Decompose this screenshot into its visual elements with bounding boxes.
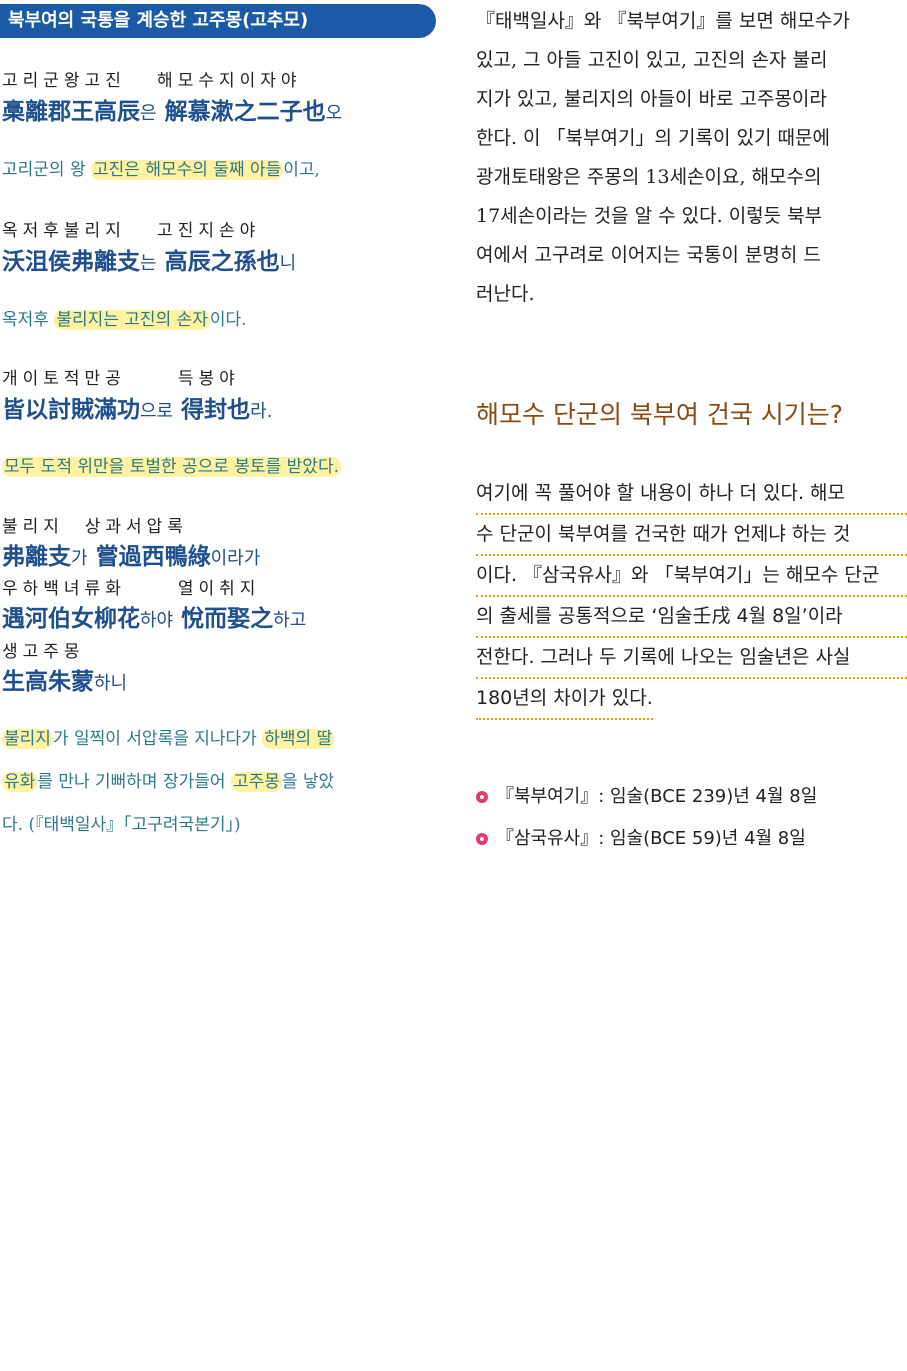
paragraph-line: 이다. 『삼국유사』와 「북부여기」는 해모수 단군 — [476, 556, 907, 597]
particle: 하니 — [94, 673, 128, 694]
bullet-icon — [476, 833, 488, 845]
list-item: 『삼국유사』: 임술(BCE 59)년 4월 8일 — [476, 824, 806, 850]
translation-line: 모두 도적 위만을 토벌한 공으로 봉토를 받았다. — [2, 452, 341, 477]
ruby-line: 개이토적만공 득봉야 — [2, 369, 240, 389]
ruby-line: 불리지 상과서압록 — [2, 517, 188, 537]
hanja-text: 沃沮侯弗離支 — [2, 248, 140, 275]
particle: 라. — [250, 401, 273, 422]
translation-text: 이고, — [283, 160, 320, 180]
translation-text: 을 낳았 — [281, 772, 335, 792]
paragraph-line: 180년의 차이가 있다. — [476, 679, 653, 720]
section-banner: 북부여의 국통을 계승한 고주몽(고추모) — [0, 4, 436, 38]
paragraph-line: 한다. 이 「북부여기」의 기록이 있기 때문에 — [476, 127, 830, 149]
ruby-line: 옥저후불리지 고진지손야 — [2, 221, 261, 241]
highlight-text: 하백의 딸 — [262, 729, 335, 749]
paragraph-line: 러난다. — [476, 283, 535, 305]
paragraph-line: 광개토태왕은 주몽의 13세손이요, 해모수의 — [476, 166, 822, 188]
ruby-line: 생고주몽 — [2, 642, 85, 662]
hanja-text: 得封也 — [181, 396, 251, 423]
ruby-line: 고리군왕고진 해모수지이자야 — [2, 71, 302, 91]
paragraph-line: 지가 있고, 불리지의 아들이 바로 고주몽이라 — [476, 88, 827, 110]
bullet-icon — [476, 791, 488, 803]
translation-text: 옥저후 — [2, 310, 55, 330]
translation-text: 고리군의 왕 — [2, 160, 92, 180]
paragraph-line: 있고, 그 아들 고진이 있고, 고진의 손자 불리 — [476, 49, 828, 71]
hanja-line: 生高朱蒙하니 — [2, 662, 127, 696]
hanja-text: 弗離支 — [2, 543, 71, 570]
hanja-text: 悅而娶之 — [181, 605, 274, 632]
hanja-line: 遇河伯女柳花하야 悅而娶之하고 — [2, 599, 306, 633]
highlight-text: 불리지 — [2, 729, 53, 749]
paragraph-line: 『태백일사』와 『북부여기』를 보면 해모수가 — [476, 10, 850, 32]
particle: 으로 — [140, 401, 174, 422]
highlight-text: 불리지는 고진의 손자 — [54, 310, 210, 330]
paragraph-line: 수 단군이 북부여를 건국한 때가 언제냐 하는 것 — [476, 515, 907, 556]
particle: 가 — [71, 548, 88, 569]
translation-text: 가 일찍이 서압록을 지나다가 — [52, 729, 263, 749]
hanja-text: 生高朱蒙 — [2, 668, 94, 695]
hanja-text: 遇河伯女柳花 — [2, 605, 140, 632]
particle: 하야 — [140, 610, 174, 631]
highlight-text: 유화 — [2, 772, 38, 792]
highlight-text: 고진은 해모수의 둘째 아들 — [91, 160, 284, 180]
ruby-line: 우하백녀류화 열이취지 — [2, 579, 261, 599]
hanja-text: 槀離郡王高辰 — [2, 98, 140, 125]
particle: 니 — [279, 253, 297, 274]
paragraph-line: 전한다. 그러나 두 기록에 나오는 임술년은 사실 — [476, 638, 907, 679]
particle: 은 — [140, 103, 157, 124]
list-item-text: 『북부여기』: 임술(BCE 239)년 4월 8일 — [496, 786, 818, 807]
particle: 는 — [140, 253, 157, 274]
hanja-text: 皆以討賊滿功 — [2, 396, 140, 423]
body-paragraph: 『태백일사』와 『북부여기』를 보면 해모수가 있고, 그 아들 고진이 있고,… — [476, 2, 907, 314]
hanja-text: 嘗過西鴨綠 — [95, 543, 211, 570]
paragraph-line: 의 출세를 공통적으로 ‘임술壬戌 4월 8일’이라 — [476, 597, 907, 638]
particle: 오 — [325, 103, 343, 124]
highlight-text: 고주몽 — [230, 772, 282, 792]
hanja-line: 皆以討賊滿功으로 得封也라. — [2, 390, 272, 424]
section-heading: 해모수 단군의 북부여 건국 시기는? — [476, 400, 844, 429]
translation-text: 를 만나 기뻐하며 장가들어 — [37, 772, 231, 792]
paragraph-line: 여기에 꼭 풀어야 할 내용이 하나 더 있다. 해모 — [476, 474, 907, 515]
hanja-line: 槀離郡王高辰은 解慕漱之二子也오 — [2, 92, 342, 126]
list-item-text: 『삼국유사』: 임술(BCE 59)년 4월 8일 — [496, 828, 806, 849]
hanja-line: 沃沮侯弗離支는 高辰之孫也니 — [2, 242, 296, 276]
underlined-paragraph: 여기에 꼭 풀어야 할 내용이 하나 더 있다. 해모 수 단군이 북부여를 건… — [476, 474, 907, 720]
particle: 이라가 — [210, 548, 261, 569]
translation-line: 다. (『태백일사』「고구려국본기」) — [2, 815, 241, 835]
hanja-text: 高辰之孫也 — [164, 248, 280, 275]
list-item: 『북부여기』: 임술(BCE 239)년 4월 8일 — [476, 782, 817, 808]
highlight-text: 모두 도적 위만을 토벌한 공으로 봉토를 받았다. — [2, 457, 341, 477]
particle: 하고 — [273, 610, 307, 631]
paragraph-line: 여에서 고구려로 이어지는 국통이 분명히 드 — [476, 244, 821, 266]
hanja-line: 弗離支가 嘗過西鴨綠이라가 — [2, 537, 260, 571]
hanja-text: 解慕漱之二子也 — [164, 98, 326, 125]
translation-text: 이다. — [209, 310, 247, 330]
paragraph-line: 17세손이라는 것을 알 수 있다. 이렇듯 북부 — [476, 205, 823, 227]
